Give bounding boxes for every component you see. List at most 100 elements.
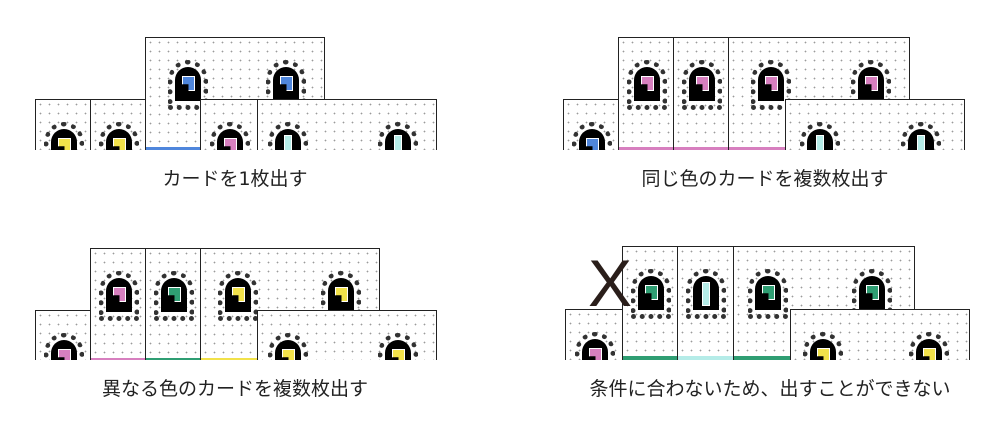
card xyxy=(785,99,965,150)
color-piece-icon xyxy=(168,287,181,302)
emblem-icon xyxy=(572,122,612,150)
emblem-arch xyxy=(689,67,715,101)
emblem-icon xyxy=(44,333,84,360)
card xyxy=(677,246,734,360)
emblem-icon xyxy=(268,333,308,360)
emblem-arch xyxy=(859,276,885,310)
card xyxy=(90,99,146,150)
color-piece-icon xyxy=(865,76,878,91)
emblem-arch xyxy=(579,129,605,150)
color-piece-icon xyxy=(641,76,654,91)
emblem-arch xyxy=(638,276,664,310)
emblem-arch xyxy=(275,129,301,150)
emblem-arch xyxy=(51,129,77,150)
emblem-icon xyxy=(901,122,941,150)
emblem-arch xyxy=(106,278,132,312)
emblem-arch xyxy=(693,276,719,310)
emblem-ring xyxy=(572,122,612,150)
emblem-ring xyxy=(909,332,949,360)
invalid-x-mark: X xyxy=(588,246,633,320)
caption-single: カードを1枚出す xyxy=(162,168,308,190)
card xyxy=(35,310,91,360)
emblem-ring xyxy=(803,332,843,360)
emblem-ring xyxy=(575,332,615,360)
color-piece-icon xyxy=(58,138,71,150)
color-piece-icon xyxy=(702,282,710,306)
emblem-arch xyxy=(755,276,781,310)
color-piece-icon xyxy=(224,138,237,150)
emblem-ring xyxy=(44,122,84,150)
panel-invalid xyxy=(500,210,1000,360)
panel-different-color xyxy=(0,210,500,360)
color-piece-icon xyxy=(282,349,295,360)
card xyxy=(145,248,201,360)
color-piece-icon xyxy=(284,135,292,150)
emblem-arch xyxy=(273,67,299,101)
color-piece-icon xyxy=(182,76,195,91)
emblem-arch xyxy=(807,129,833,150)
color-piece-icon xyxy=(817,348,830,360)
emblem-icon xyxy=(378,122,418,150)
color-piece-icon xyxy=(113,287,126,302)
emblem-ring xyxy=(631,269,671,319)
emblem-icon xyxy=(99,271,139,321)
emblem-ring xyxy=(686,269,726,319)
emblem-icon xyxy=(751,60,791,110)
color-piece-icon xyxy=(232,287,245,302)
emblem-ring xyxy=(378,333,418,360)
emblem-arch xyxy=(582,339,608,360)
emblem-arch xyxy=(758,67,784,101)
emblem-arch xyxy=(106,129,132,150)
emblem-ring xyxy=(751,60,791,110)
emblem-ring xyxy=(210,122,250,150)
color-piece-icon xyxy=(816,135,824,150)
emblem-ring xyxy=(44,333,84,360)
color-piece-icon xyxy=(394,135,402,150)
emblem-icon xyxy=(378,333,418,360)
color-piece-icon xyxy=(392,349,405,360)
emblem-icon xyxy=(44,122,84,150)
emblem-icon xyxy=(210,122,250,150)
color-piece-icon xyxy=(765,76,778,91)
card xyxy=(618,37,674,150)
card xyxy=(563,99,619,150)
emblem-ring xyxy=(378,122,418,150)
caption-invalid: 条件に合わないため、出すことができない xyxy=(589,378,951,400)
color-piece-icon xyxy=(696,76,709,91)
card xyxy=(622,246,678,360)
emblem-icon xyxy=(631,269,671,319)
emblem-arch xyxy=(275,340,301,360)
color-band xyxy=(674,147,728,150)
panel-single-card xyxy=(0,0,500,150)
color-piece-icon xyxy=(923,348,936,360)
emblem-icon xyxy=(154,271,194,321)
color-piece-icon xyxy=(335,287,348,302)
emblem-arch xyxy=(175,67,201,101)
card xyxy=(257,310,437,360)
emblem-arch xyxy=(51,340,77,360)
emblem-arch xyxy=(217,129,243,150)
emblem-icon xyxy=(800,122,840,150)
emblem-arch xyxy=(858,67,884,101)
color-piece-icon xyxy=(280,76,293,91)
caption-different-color: 異なる色のカードを複数枚出す xyxy=(101,378,369,400)
color-piece-icon xyxy=(762,285,775,300)
card xyxy=(35,99,91,150)
caption-same-color: 同じ色のカードを複数枚出す xyxy=(641,168,889,190)
emblem-icon xyxy=(748,269,788,319)
card xyxy=(257,99,437,150)
emblem-icon xyxy=(168,60,208,110)
emblem-arch xyxy=(161,278,187,312)
emblem-ring xyxy=(901,122,941,150)
color-piece-icon xyxy=(917,135,925,150)
card xyxy=(200,99,258,150)
card xyxy=(790,309,970,360)
emblem-arch xyxy=(916,339,942,360)
emblem-icon xyxy=(803,332,843,360)
emblem-ring xyxy=(268,333,308,360)
color-piece-icon xyxy=(58,349,71,360)
emblem-ring xyxy=(154,271,194,321)
color-band xyxy=(146,358,200,360)
emblem-ring xyxy=(168,60,208,110)
card xyxy=(673,37,729,150)
